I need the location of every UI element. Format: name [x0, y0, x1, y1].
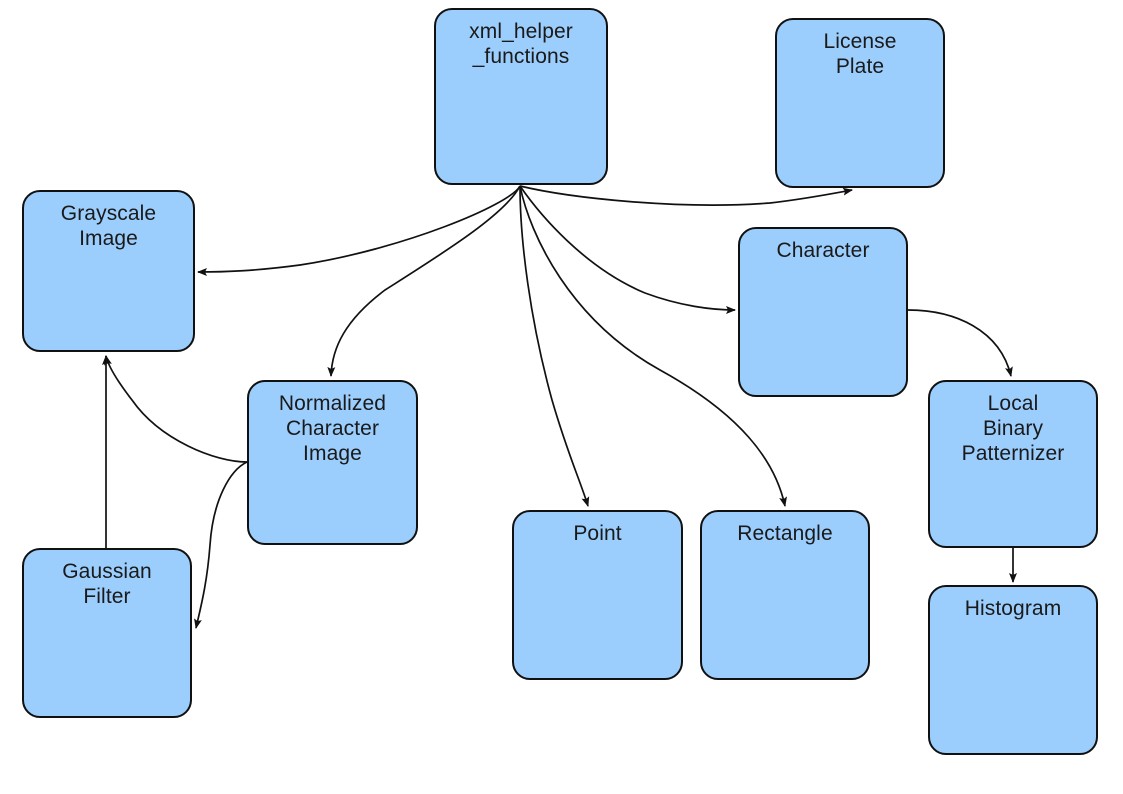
edge-xml_helper_functions-to-normalized_character_image	[327, 185, 521, 377]
node-label-rectangle: Rectangle	[737, 522, 833, 545]
edge-xml_helper_functions-to-rectangle	[519, 185, 787, 507]
node-character[interactable]: Character	[738, 227, 908, 397]
edge-normalized_character_image-to-gaussian_filter	[194, 461, 248, 629]
node-xml_helper_functions[interactable]: xml_helper _functions	[434, 8, 608, 185]
node-label-grayscale_image: Grayscale Image	[60, 202, 157, 250]
edge-xml_helper_functions-to-point	[519, 185, 590, 507]
node-label-xml_helper_functions: xml_helper _functions	[469, 20, 573, 68]
node-label-histogram: Histogram	[964, 597, 1062, 620]
node-label-point: Point	[573, 522, 622, 545]
node-license_plate[interactable]: License Plate	[775, 18, 945, 188]
node-label-normalized_character_image: Normalized Character Image	[278, 392, 387, 465]
edge-character-to-local_binary_patternizer	[907, 309, 1013, 377]
node-label-character: Character	[776, 239, 870, 262]
node-local_binary_patternizer[interactable]: Local Binary Patternizer	[928, 380, 1098, 548]
edges-group	[102, 185, 1017, 629]
node-label-gaussian_filter: Gaussian Filter	[62, 560, 152, 608]
edge-normalized_character_image-to-grayscale_image	[104, 355, 248, 463]
edge-xml_helper_functions-to-character	[519, 185, 736, 314]
node-normalized_character_image[interactable]: Normalized Character Image	[247, 380, 418, 545]
edge-xml_helper_functions-to-grayscale_image	[197, 185, 521, 276]
edge-xml_helper_functions-to-license_plate	[519, 185, 853, 206]
node-grayscale_image[interactable]: Grayscale Image	[22, 190, 195, 352]
node-label-license_plate: License Plate	[823, 30, 897, 78]
node-point[interactable]: Point	[512, 510, 683, 680]
node-gaussian_filter[interactable]: Gaussian Filter	[22, 548, 192, 718]
node-histogram[interactable]: Histogram	[928, 585, 1098, 755]
node-label-local_binary_patternizer: Local Binary Patternizer	[961, 392, 1065, 465]
node-rectangle[interactable]: Rectangle	[700, 510, 870, 680]
